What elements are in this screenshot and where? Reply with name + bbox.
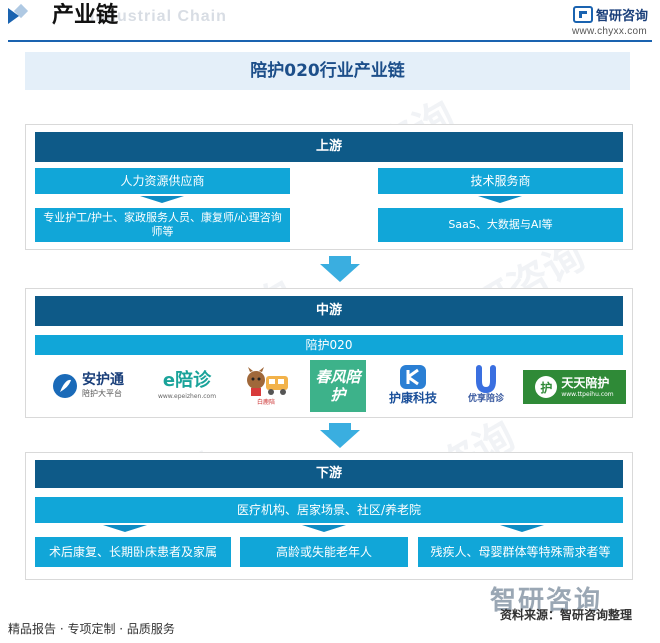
- downstream-label: 下游: [35, 460, 623, 488]
- midstream-label: 中游: [35, 296, 623, 326]
- chevron-down-icon: [500, 525, 544, 532]
- logo-hukang: 护康科技: [378, 360, 448, 410]
- logo-tiantian-name: 天天陪护: [561, 375, 610, 390]
- logo-epeizhen-name: e陪诊: [162, 369, 212, 391]
- hukang-mark-icon: [400, 365, 426, 389]
- chevron-down-icon: [103, 525, 147, 532]
- downstream-item-1: 术后康复、长期卧床患者及家属: [35, 537, 231, 567]
- downstream-item-3: 残疾人、母婴群体等特殊需求者等: [418, 537, 623, 567]
- youxiang-mark-icon: [476, 364, 496, 393]
- logo-chunfeng: 春风陪护: [310, 360, 366, 412]
- logo-youxiang-name: 优享陪诊: [467, 393, 504, 404]
- upstream-left-header: 人力资源供应商: [35, 168, 290, 194]
- upstream-left-detail: 专业护工/护士、家政服务人员、康复师/心理咨询师等: [35, 208, 290, 242]
- flow-arrow-icon: [320, 430, 360, 448]
- upstream-right-header: 技术服务商: [378, 168, 623, 194]
- tiantian-mark-icon: 护: [535, 376, 558, 398]
- upstream-right-detail: SaaS、大数据与AI等: [378, 208, 623, 242]
- logo-bailu: 白鹿陪: [235, 362, 297, 410]
- chevron-down-icon: [302, 525, 346, 532]
- footer-watermark: 智研咨询: [490, 586, 603, 616]
- flow-arrow-stem: [329, 423, 351, 432]
- logo-epeizhen: e陪诊 www.epeizhen.com: [148, 364, 226, 406]
- source-note: 资料来源：智研咨询整理: [500, 608, 633, 622]
- brand-logo-icon: [573, 6, 593, 23]
- brand-name: 智研咨询: [596, 9, 649, 24]
- logo-chunfeng-name: 春风陪护: [315, 368, 361, 404]
- logo-hukang-name: 护康科技: [388, 391, 437, 405]
- logo-epeizhen-sub: www.epeizhen.com: [157, 392, 217, 400]
- leaf-icon: [53, 374, 77, 398]
- logo-tiantian-sub: www.ttpeihu.com: [561, 390, 614, 398]
- flow-arrow-icon: [320, 264, 360, 282]
- flow-arrow-stem: [329, 256, 351, 266]
- logo-bailu-sub: 白鹿陪: [256, 398, 275, 406]
- page-title: 产业链: [52, 3, 119, 28]
- logo-anhutong-sub: 陪护大平台: [82, 389, 122, 398]
- logo-anhutong-name: 安护通: [82, 372, 124, 388]
- header-ghost-text: Industrial Chain: [90, 8, 227, 25]
- upstream-label: 上游: [35, 132, 623, 162]
- header-divider: [8, 40, 652, 42]
- footer-slogan: 精品报告 · 专项定制 · 品质服务: [8, 622, 175, 636]
- downstream-item-2: 高龄或失能老年人: [240, 537, 408, 567]
- downstream-header: 医疗机构、居家场景、社区/养老院: [35, 497, 623, 523]
- midstream-header: 陪护020: [35, 335, 623, 355]
- diagram-title: 陪护020行业产业链: [25, 52, 630, 90]
- logo-youxiang: 优享陪诊: [456, 360, 516, 410]
- chevron-down-icon: [478, 196, 522, 203]
- header-arrow-icon: [8, 8, 19, 24]
- logo-anhutong: 安护通 陪护大平台: [38, 362, 138, 410]
- mascot-icon: [247, 366, 288, 396]
- logo-tiantian: 护 天天陪护 www.ttpeihu.com: [523, 370, 626, 404]
- brand-url: www.chyxx.com: [572, 26, 648, 37]
- chevron-down-icon: [140, 196, 184, 203]
